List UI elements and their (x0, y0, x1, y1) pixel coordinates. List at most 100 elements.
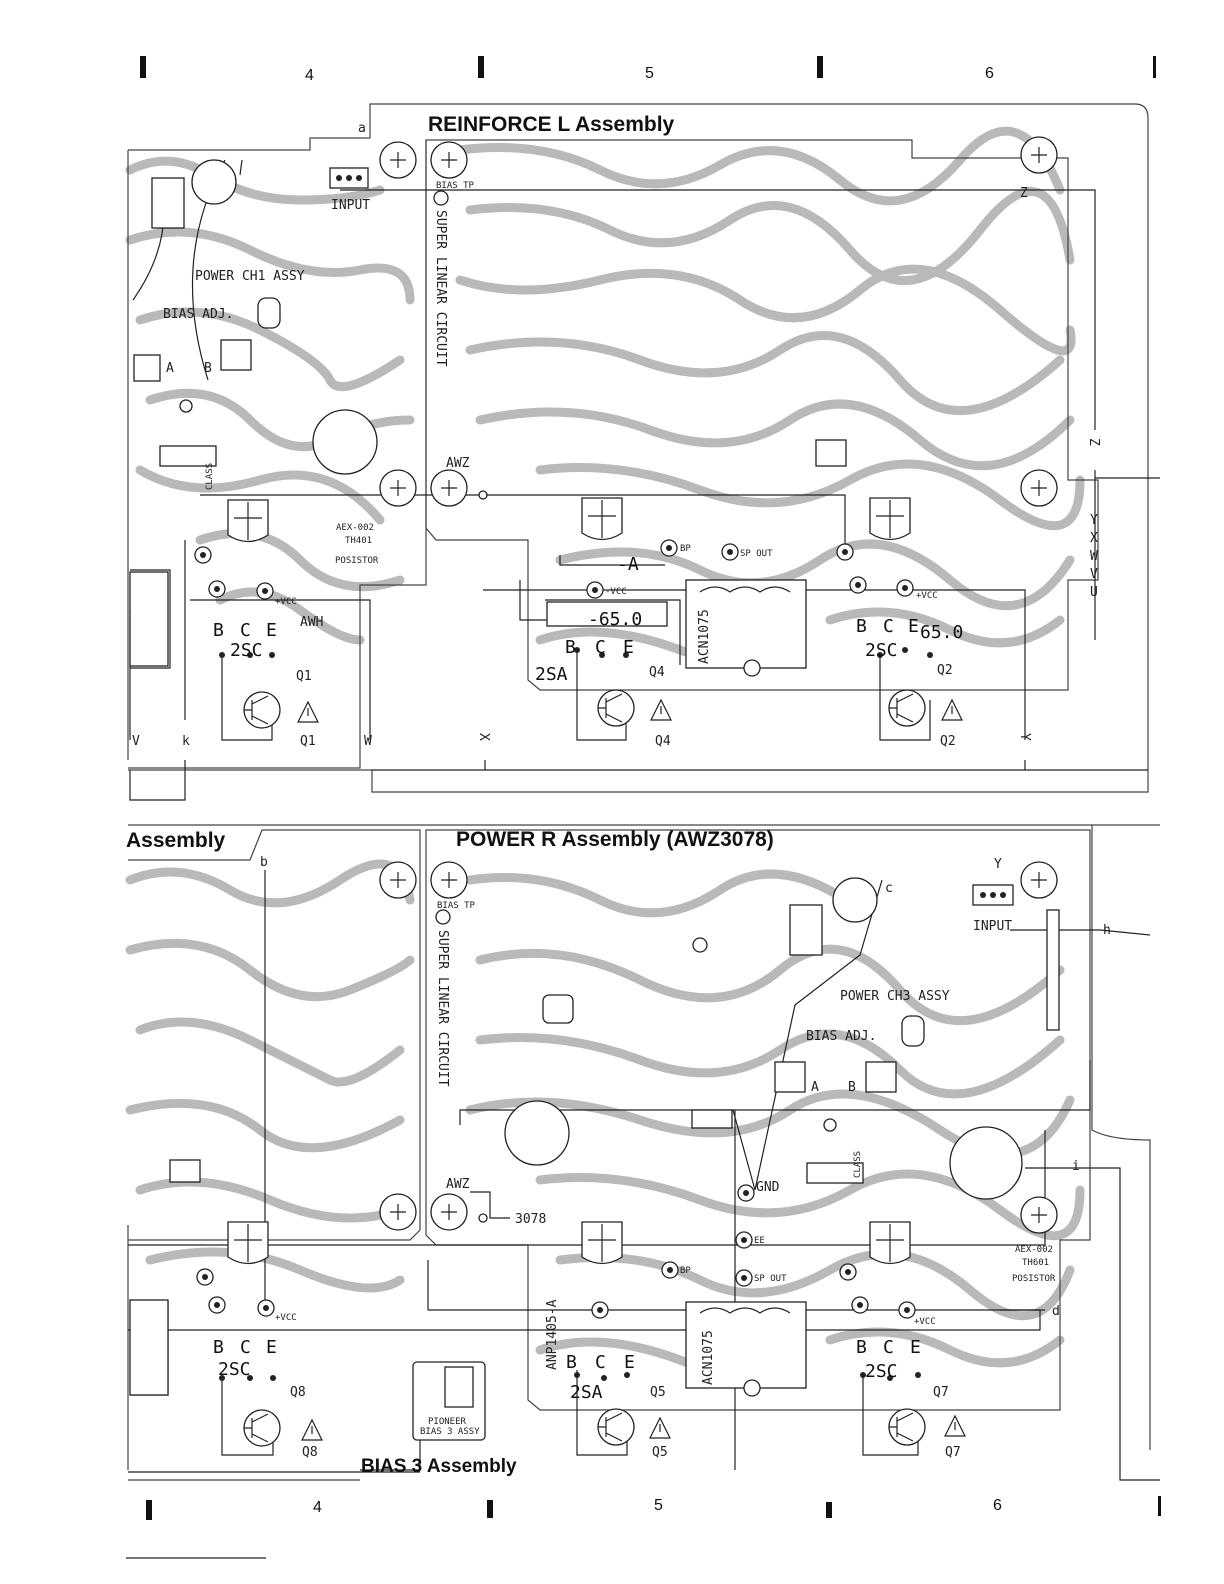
grid-col-6: 6 (993, 1497, 1002, 1514)
conn-x-right: X (1090, 531, 1098, 546)
bias-trimmer (542, 994, 574, 1024)
class-label: CLASS (205, 463, 215, 490)
vcc-plus-right-label: +VCC (916, 591, 938, 601)
conn-z-top: Z (1020, 186, 1028, 201)
th401-label: TH401 (345, 536, 372, 546)
transistor-icon (888, 689, 926, 727)
top-board-outline (128, 103, 1149, 793)
awz-number: 3078 (515, 1212, 546, 1227)
bp-label: BP (680, 1266, 691, 1276)
pin-e: E (624, 1352, 635, 1373)
grid-tick (478, 56, 484, 78)
top-transistor-symbols (243, 689, 963, 729)
pin-e: E (908, 616, 919, 637)
conn-v-right: V (1090, 567, 1098, 582)
conn-w: W (364, 734, 372, 749)
part-2sc: 2SC (865, 640, 898, 661)
bottom-traces (125, 859, 1085, 1378)
q7-label-symbol: Q7 (945, 1445, 961, 1460)
bottom-left-edge (127, 1225, 360, 1481)
pin-e: E (266, 620, 277, 641)
transistor-icon (597, 689, 635, 727)
conn-w-right: W (1090, 549, 1098, 564)
screw-icon (430, 1193, 468, 1231)
top-pads (194, 190, 933, 658)
warning-icon (649, 1416, 671, 1439)
voltage-right: 65.0 (920, 622, 963, 643)
bottom-left-board (128, 829, 421, 1241)
bp-label: BP (680, 544, 691, 554)
bottom-wires (128, 870, 1160, 1481)
top-screws (379, 136, 1058, 507)
transistor-icon (243, 1409, 281, 1447)
conn-y-bottom: Y (994, 857, 1002, 872)
top-wires (129, 159, 1160, 801)
aex-label: AEX-002 (336, 523, 374, 533)
warning-icon (944, 1414, 966, 1437)
conn-d: d (1052, 1304, 1060, 1319)
top-traces (125, 126, 1085, 668)
small-connector (691, 1109, 733, 1129)
pin-c: C (240, 1337, 251, 1358)
gnd-label: GND (756, 1180, 780, 1195)
acn1075-outline (685, 1301, 807, 1389)
super-linear-label: SUPER LINEAR CIRCUIT (435, 930, 450, 1087)
pin-c: C (595, 1352, 606, 1373)
class-label: CLASS (853, 1151, 863, 1178)
conn-z-right: Z (1086, 438, 1101, 446)
top-panel: REINFORCE L Assembly a INPUT POWER CH1 A… (125, 103, 1160, 801)
grid-tick (826, 1502, 832, 1518)
bias-adj-label: BIAS ADJ. (806, 1029, 876, 1044)
posistor-label: POSISTOR (1012, 1274, 1056, 1284)
pin-e: E (623, 637, 634, 658)
pin-b: B (566, 1352, 577, 1373)
grid-col-5: 5 (654, 1497, 663, 1514)
part-2sc: 2SC (865, 1361, 898, 1382)
label-b: B (848, 1080, 856, 1095)
vr601-outline (774, 1061, 806, 1093)
q1-label-symbol: Q1 (300, 734, 316, 749)
top-left-board (127, 140, 427, 769)
vcc-plus-right-label: +VCC (914, 1317, 936, 1327)
bottom-transistor-symbols (243, 1408, 966, 1447)
pin-b: B (213, 620, 224, 641)
bottom-panel: Assembly POWER R Assembly (AWZ3078) b c … (125, 824, 1160, 1481)
anp1405-label: ANP1405-A (545, 1299, 560, 1370)
screw-icon (430, 861, 468, 899)
part-2sa: 2SA (570, 1382, 603, 1403)
top-amp-board (425, 139, 1099, 691)
bias3-title: BIAS 3 Assembly (361, 1456, 517, 1477)
conn-u-right: U (1090, 585, 1098, 600)
grid-tick (140, 56, 146, 78)
capacitor-icon (312, 409, 378, 475)
conn-a: a (358, 121, 366, 136)
power-ch1-label: POWER CH1 ASSY (195, 269, 305, 284)
grid-bottom: 4 5 6 (126, 1496, 1161, 1559)
pin-c: C (883, 1337, 894, 1358)
screw-icon (379, 469, 417, 507)
vr602-outline (865, 1061, 897, 1093)
aex-label: AEX-002 (1015, 1245, 1053, 1255)
q1-label: Q1 (296, 669, 312, 684)
warning-icon (650, 698, 672, 721)
ic-outline (151, 177, 185, 229)
q8-label-symbol: Q8 (302, 1445, 318, 1460)
conn-x: X (476, 733, 491, 741)
label-a: A (166, 361, 174, 376)
transistor-icon (243, 691, 281, 729)
label-b: B (204, 361, 212, 376)
transistor-icon (597, 1408, 635, 1446)
bottom-pads (196, 909, 921, 1381)
bottom-left-title: Assembly (126, 829, 226, 852)
super-linear-label: SUPER LINEAR CIRCUIT (433, 210, 448, 367)
bias-tp-label: BIAS TP (436, 181, 475, 191)
capacitor-icon (191, 159, 237, 205)
conn-k: k (182, 734, 190, 749)
bias-tp-label: BIAS TP (437, 901, 476, 911)
screw-icon (430, 469, 468, 507)
power-ch3-label: POWER CH3 ASSY (840, 989, 950, 1004)
bottom-heatsink-mounts (227, 1221, 911, 1265)
warning-icon (297, 700, 319, 723)
ee-label: EE (754, 1236, 765, 1246)
